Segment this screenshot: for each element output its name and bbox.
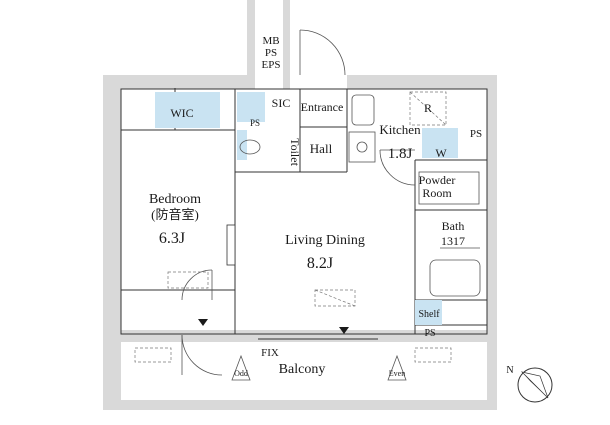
doors [181, 29, 416, 376]
balcony-label: Balcony [279, 362, 326, 377]
hall-label: Hall [310, 141, 333, 156]
mb-label: MB [262, 35, 279, 47]
living-dining-size: 8.2J [307, 255, 333, 272]
sic-label: SIC [272, 96, 291, 110]
room-label: Room [422, 186, 452, 200]
toilet-label: Toilet [288, 138, 302, 166]
entrance-label: Entrance [301, 100, 344, 114]
odd-label: Odd [234, 369, 248, 378]
compass-label: N [506, 365, 513, 376]
bedroom-note: (防音室) [151, 207, 199, 222]
fixtures [134, 91, 481, 381]
storage-areas [155, 92, 458, 325]
compass-icon: N [506, 365, 553, 403]
ps-label-right: PS [470, 128, 482, 140]
washer-label: W [435, 146, 447, 160]
shelf-label: Shelf [418, 309, 440, 320]
wic-label: WIC [170, 106, 193, 120]
even-label: Even [389, 369, 405, 378]
exterior-walls [103, 0, 497, 410]
eps-label: EPS [262, 59, 281, 71]
kitchen-size: 1.8J [388, 146, 413, 162]
powder-label: Powder [419, 173, 456, 187]
ps-label-small: PS [250, 118, 260, 128]
ps-label-bottom: PS [424, 328, 435, 339]
refrigerator-label: R [424, 101, 432, 115]
bath-size: 1317 [441, 234, 465, 248]
living-dining-label: Living Dining [285, 233, 365, 248]
kitchen-label: Kitchen [379, 122, 421, 137]
bedroom-label: Bedroom [149, 192, 201, 207]
ps-label-top: PS [265, 47, 277, 59]
bath-label: Bath [442, 219, 465, 233]
fix-label: FIX [261, 347, 279, 359]
room-labels: MB PS EPS WIC SIC Entrance PS Toilet Hal… [149, 35, 482, 378]
bedroom-size: 6.3J [159, 230, 185, 247]
